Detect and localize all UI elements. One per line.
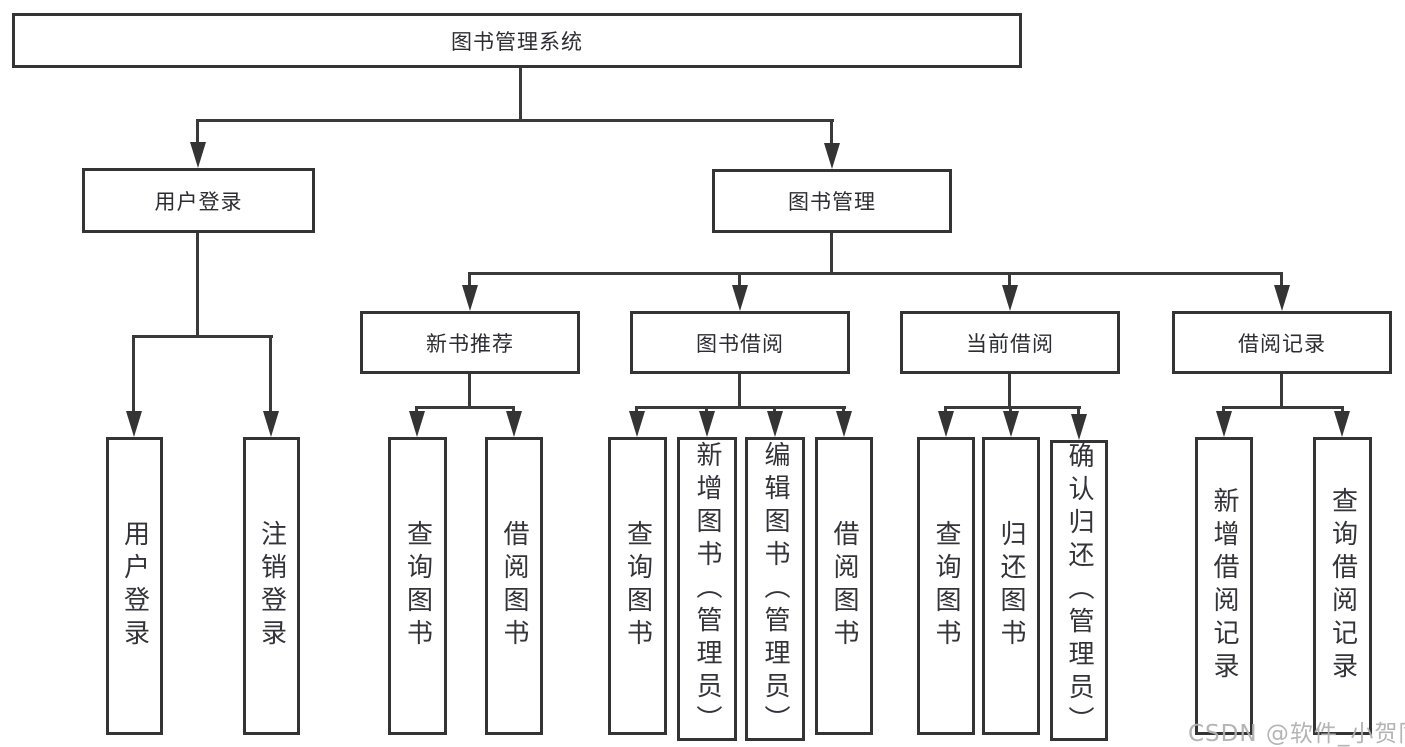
leaf-bb-edit-books-admin: 编辑图书（管理员） (745, 437, 805, 741)
leaf-cb-query-books: 查询图书 (917, 437, 975, 735)
edge-current-borrow-stem (1008, 374, 1011, 406)
leaf-logout-login: 注销登录 (243, 437, 300, 735)
arrow-down-icon (506, 411, 522, 437)
node-label: 新书推荐 (426, 331, 514, 356)
edge-level2-rail (197, 119, 834, 122)
arrow-down-icon (1334, 411, 1350, 437)
node-label: 图书管理系统 (451, 29, 583, 54)
leaf-label: 借阅图书 (499, 520, 529, 652)
edge-book-borrow-stem (738, 374, 741, 406)
node-new-book-recommendation: 新书推荐 (360, 311, 580, 374)
node-book-management: 图书管理 (712, 169, 952, 233)
leaf-user-login: 用户登录 (106, 437, 163, 735)
node-label: 用户登录 (154, 189, 243, 214)
csdn-watermark: CSDN @软件_小贺同学 (1188, 721, 1405, 747)
leaf-bb-borrow-books: 借阅图书 (815, 437, 873, 735)
leaf-cb-return-books: 归还图书 (982, 437, 1040, 735)
node-label: 借阅记录 (1238, 331, 1326, 356)
edge-current-borrow-rail (945, 406, 1081, 409)
leaf-cb-confirm-return-admin: 确认归还（管理员） (1050, 440, 1108, 741)
leaf-label: 注销登录 (256, 520, 287, 652)
arrow-down-icon (263, 411, 279, 437)
leaf-br-add-record: 新增借阅记录 (1195, 437, 1253, 735)
leaf-label: 归还图书 (996, 520, 1026, 652)
arrow-down-icon (629, 411, 645, 437)
node-label: 图书借阅 (696, 331, 784, 356)
edge-drop (1077, 406, 1080, 418)
leaf-label: 新增图书（管理员） (692, 440, 722, 738)
arrow-down-icon (462, 285, 478, 311)
arrow-down-icon (1216, 411, 1232, 437)
leaf-rec-query-books: 查询图书 (388, 437, 447, 735)
edge-borrow-records-stem (1280, 374, 1283, 406)
leaf-bb-add-books-admin: 新增图书（管理员） (677, 437, 737, 741)
arrow-down-icon (699, 411, 715, 437)
leaf-label: 借阅图书 (829, 520, 859, 652)
node-book-borrowing: 图书借阅 (630, 311, 850, 374)
leaf-label: 新增借阅记录 (1209, 487, 1239, 685)
edge-book-mgmt-stem (830, 233, 833, 272)
arrow-down-icon (767, 411, 783, 437)
leaf-label: 用户登录 (119, 520, 150, 652)
arrow-down-icon (126, 411, 142, 437)
leaf-label: 查询借阅记录 (1327, 487, 1358, 685)
arrow-down-icon (732, 285, 748, 311)
edge-drop-book-borrow (738, 272, 741, 288)
edge-book-borrow-rail (636, 406, 846, 409)
edge-root-stem (519, 68, 522, 119)
node-current-borrowing: 当前借阅 (900, 311, 1120, 374)
edge-drop-new-book-rec (468, 272, 471, 288)
node-borrowing-records: 借阅记录 (1172, 311, 1392, 374)
leaf-label: 查询图书 (931, 520, 961, 652)
arrow-down-icon (409, 411, 425, 437)
edge-user-login-rail (133, 335, 273, 338)
edge-new-book-rec-stem (468, 374, 471, 406)
arrow-down-icon (1071, 414, 1087, 440)
edge-new-book-rec-rail (416, 406, 515, 409)
leaf-label: 确认归还（管理员） (1064, 442, 1094, 739)
leaf-label: 查询图书 (402, 520, 433, 652)
node-label: 当前借阅 (966, 331, 1054, 356)
arrow-down-icon (1002, 285, 1018, 311)
edge-drop-leaf-user-login (132, 335, 135, 413)
arrow-down-icon (824, 143, 840, 169)
edge-drop-user-login (196, 119, 199, 145)
arrow-down-icon (190, 142, 206, 168)
leaf-rec-borrow-books: 借阅图书 (485, 437, 543, 735)
edge-drop-leaf-logout (269, 335, 272, 413)
arrow-down-icon (1003, 411, 1019, 437)
edge-user-login-stem (196, 233, 199, 335)
arrow-down-icon (1274, 285, 1290, 311)
edge-drop-borrow-records (1280, 272, 1283, 288)
node-label: 图书管理 (788, 190, 876, 214)
leaf-br-query-record: 查询借阅记录 (1313, 437, 1372, 735)
leaf-label: 编辑图书（管理员） (760, 440, 790, 738)
edge-drop-book-mgmt (830, 119, 833, 146)
node-user-login: 用户登录 (82, 168, 315, 233)
edge-level3-rail (469, 272, 1282, 275)
edge-borrow-records-rail (1223, 406, 1344, 409)
arrow-down-icon (938, 411, 954, 437)
node-library-management-system: 图书管理系统 (12, 13, 1022, 68)
leaf-bb-query-books: 查询图书 (608, 437, 667, 735)
arrow-down-icon (836, 411, 852, 437)
leaf-label: 查询图书 (622, 520, 653, 652)
edge-drop-current-borrow (1008, 272, 1011, 288)
